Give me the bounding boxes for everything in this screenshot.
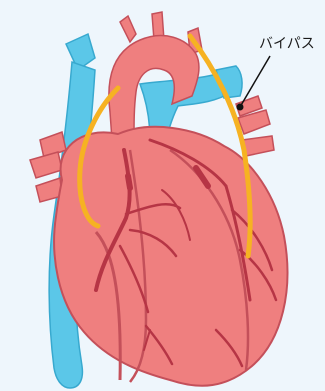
heart <box>54 127 287 386</box>
leader-dot <box>237 104 244 111</box>
bypass-label: バイパス <box>259 33 315 53</box>
